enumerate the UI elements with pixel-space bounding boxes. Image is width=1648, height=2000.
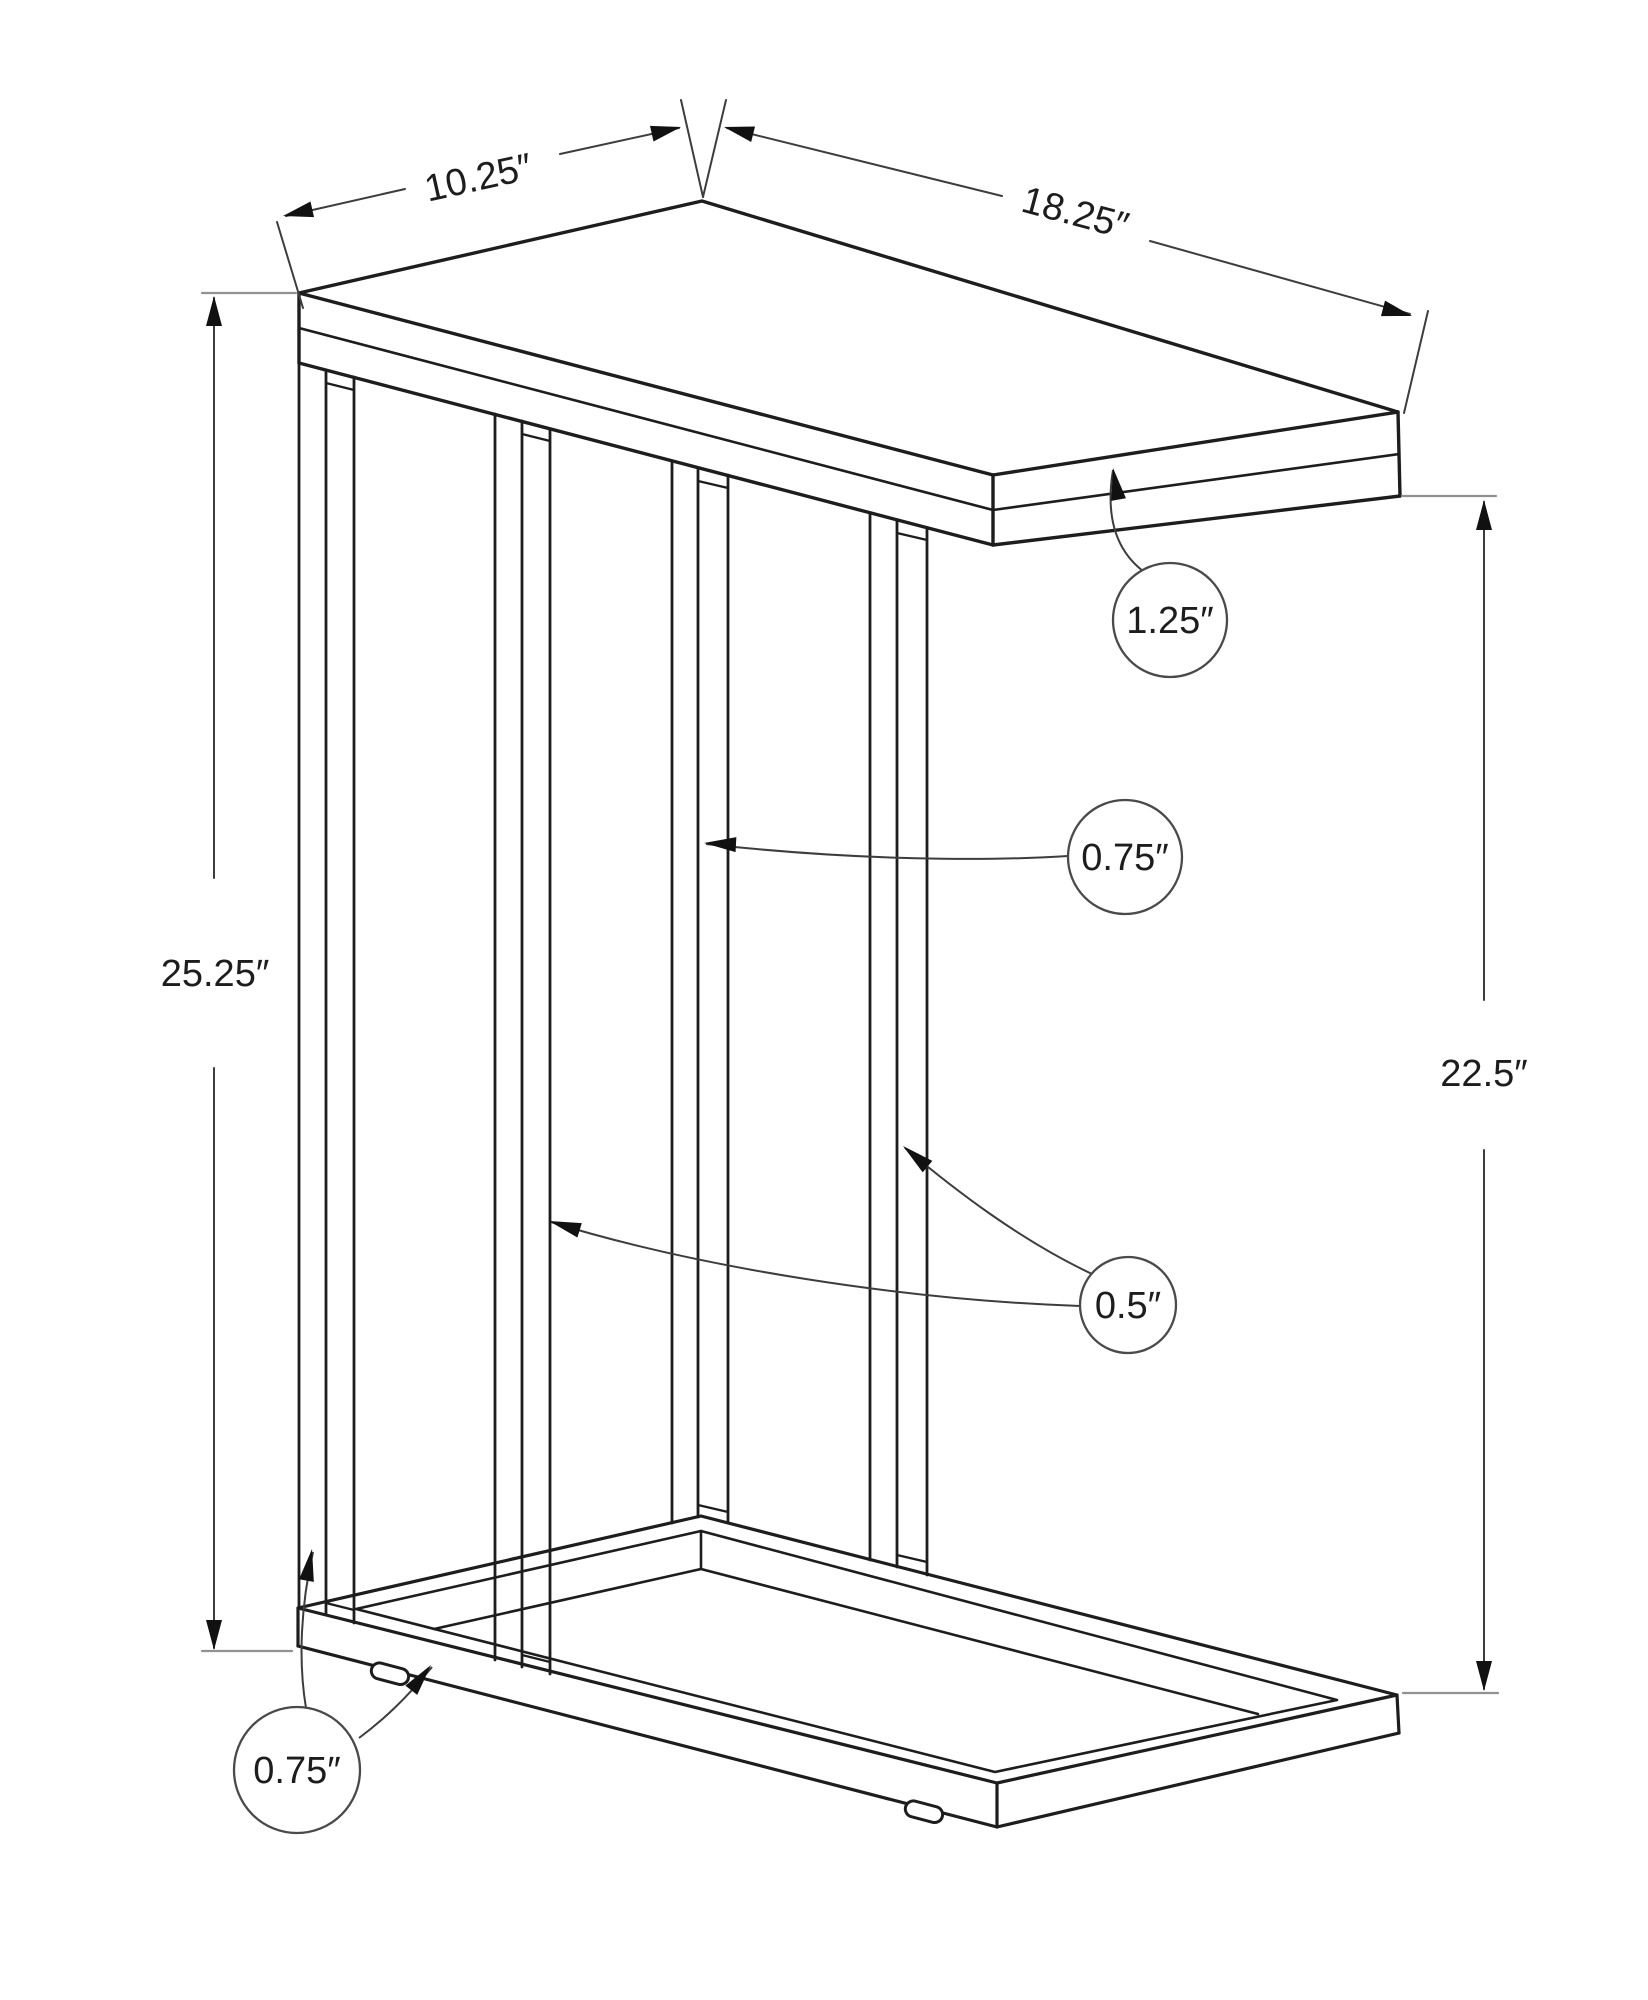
drawing-geometry <box>200 99 1500 1835</box>
arrowhead-icon <box>704 837 737 853</box>
base-foot <box>369 1661 411 1687</box>
leg-bracket-mark <box>895 531 929 542</box>
base-right-bottom-edge <box>995 1731 1401 1829</box>
base-foot <box>903 1799 945 1825</box>
arrowhead-icon <box>903 1146 933 1173</box>
callout-circle-base-rail <box>232 1705 362 1835</box>
arrowhead-icon <box>206 296 222 326</box>
leader-line <box>1109 469 1148 575</box>
callout-leg-depth-label: 0.75″ <box>1081 837 1168 879</box>
base-right-edge <box>1395 1693 1401 1735</box>
base-inner-top <box>354 1529 1339 1774</box>
leg-bracket-mark <box>696 1503 730 1514</box>
arrowhead-icon <box>405 1665 431 1695</box>
leg-bracket-mark <box>520 432 552 443</box>
tabletop-right-bottom-edge <box>991 494 1402 547</box>
base-front-bottom-edge <box>296 1644 999 1829</box>
arrowhead-icon <box>1476 500 1492 530</box>
dim-clearance-height-label: 22.5″ <box>1440 1053 1527 1095</box>
leg-bracket-mark <box>324 1601 356 1612</box>
callout-top-thickness-label: 1.25″ <box>1126 600 1213 642</box>
extension-line <box>680 99 704 198</box>
callout-base-rail-label: 0.75″ <box>253 1750 340 1792</box>
leg-bracket-mark <box>696 479 730 490</box>
extension-line <box>702 99 727 198</box>
base-outer-top <box>296 1514 1399 1785</box>
extension-line <box>1403 310 1429 414</box>
base-inner-wall-bottom <box>432 1567 703 1631</box>
leader-line <box>550 1221 1081 1307</box>
tabletop-right-mid-line <box>991 452 1401 512</box>
callout-circle-leg-thickness <box>1078 1255 1178 1355</box>
arrowhead-icon <box>299 1549 314 1582</box>
arrowhead-icon <box>206 1620 222 1650</box>
callout-circle-leg-depth <box>1066 798 1184 916</box>
dim-line-top-length <box>1149 240 1411 315</box>
arrowhead-icon <box>283 201 315 218</box>
leg-bracket-mark <box>520 1653 552 1664</box>
callout-leg-thickness-label: 0.5″ <box>1095 1285 1161 1327</box>
tabletop-front-mid-line <box>297 326 995 512</box>
dim-top-depth-label: 10.25″ <box>421 146 536 210</box>
dim-overall-height-label: 25.25″ <box>161 953 270 995</box>
dim-top-length-label: 18.25″ <box>1017 179 1133 248</box>
dim-line-top-length <box>726 127 1003 197</box>
leader-line <box>904 1147 1093 1275</box>
tabletop-front-bottom-edge <box>297 361 995 547</box>
base-inner-wall-bottom <box>699 1567 1260 1716</box>
arrowhead-icon <box>1380 300 1412 317</box>
callout-circle-top-thickness <box>1111 561 1229 679</box>
arrowhead-icon <box>1111 468 1126 501</box>
arrowhead-icon <box>649 125 681 142</box>
arrowhead-icon <box>1476 1661 1492 1691</box>
leg-bracket-mark <box>895 1553 929 1564</box>
extension-line <box>276 221 304 309</box>
leader-line <box>705 843 1069 860</box>
arrowhead-icon <box>724 126 756 143</box>
tabletop-top-face <box>297 199 1400 477</box>
arrowhead-icon <box>549 1221 582 1238</box>
leg-bracket-mark <box>324 381 356 392</box>
